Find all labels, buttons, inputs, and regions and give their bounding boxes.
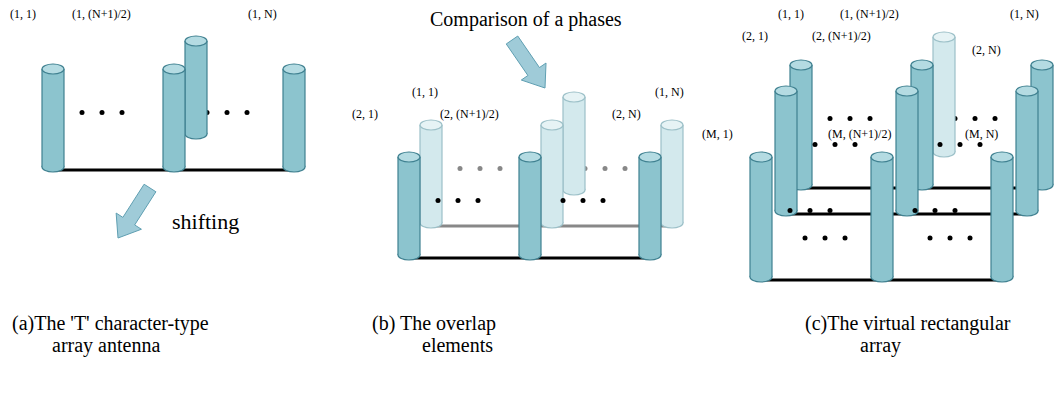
- antenna-element: [896, 86, 918, 216]
- element-index: (M, 1): [702, 128, 733, 141]
- ellipsis-dot: [993, 116, 998, 121]
- antenna-element: [639, 152, 661, 260]
- ellipsis-dot: [476, 198, 481, 203]
- antenna-element: [871, 152, 893, 282]
- ellipsis-dot: [225, 110, 230, 115]
- ellipsis-dot: [823, 236, 828, 241]
- element-index: (1, 1): [778, 8, 804, 21]
- antenna-element: [541, 120, 563, 228]
- antenna-element: [991, 152, 1013, 282]
- antenna-element: [420, 120, 442, 228]
- figure-caption: (a)The 'T' character-type array antenna: [12, 312, 232, 356]
- annotation-text: shifting: [172, 210, 239, 234]
- ellipsis-dot: [973, 116, 978, 121]
- figure-caption: (b) The overlap elements: [372, 312, 532, 356]
- element-index: (2, 1): [352, 108, 378, 121]
- ellipsis-dot: [913, 208, 918, 213]
- ellipsis-dot: [828, 208, 833, 213]
- element-index: (1, N): [248, 8, 277, 21]
- ellipsis-dot: [948, 236, 953, 241]
- antenna-element: [283, 64, 305, 172]
- ellipsis-dot: [788, 208, 793, 213]
- ellipsis-dot: [601, 198, 606, 203]
- figure-caption: (c)The virtual rectangular array: [805, 312, 1015, 356]
- antenna-element: [398, 152, 420, 260]
- ellipsis-dot: [848, 116, 853, 121]
- ellipsis-dot: [561, 198, 566, 203]
- antenna-element: [933, 32, 955, 157]
- antenna-element: [661, 120, 683, 228]
- ellipsis-dot: [603, 166, 608, 171]
- block-arrow: [116, 184, 156, 238]
- antenna-element: [42, 64, 64, 172]
- element-index: (2, (N+1)/2): [812, 30, 871, 43]
- ellipsis-dot: [623, 166, 628, 171]
- element-index: (2, N): [612, 108, 641, 121]
- ellipsis-dot: [80, 110, 85, 115]
- antenna-element: [519, 152, 541, 260]
- element-index: (1, 1): [10, 8, 36, 21]
- ellipsis-dot: [245, 110, 250, 115]
- antenna-element: [185, 36, 207, 139]
- antenna-element: [163, 64, 185, 172]
- ellipsis-dot: [581, 198, 586, 203]
- array-row: [42, 36, 305, 172]
- ellipsis-dot: [498, 166, 503, 171]
- ellipsis-dot: [833, 142, 838, 147]
- ellipsis-dot: [938, 142, 943, 147]
- element-index: (M, (N+1)/2): [828, 128, 891, 141]
- ellipsis-dot: [803, 236, 808, 241]
- element-index: (2, N): [972, 44, 1001, 57]
- ellipsis-dot: [456, 198, 461, 203]
- ellipsis-dot: [978, 142, 983, 147]
- antenna-element: [775, 86, 797, 216]
- block-arrow: [506, 36, 546, 88]
- ellipsis-dot: [478, 166, 483, 171]
- ellipsis-dot: [958, 142, 963, 147]
- array-row: [750, 152, 1013, 282]
- element-index: (1, 1): [412, 86, 438, 99]
- array-row: [398, 152, 661, 260]
- antenna-element: [750, 152, 772, 282]
- ellipsis-dot: [933, 208, 938, 213]
- ellipsis-dot: [968, 236, 973, 241]
- annotation-text: Comparison of a phases: [430, 8, 622, 30]
- antenna-element: [1016, 86, 1038, 216]
- element-index: (1, (N+1)/2): [72, 8, 131, 21]
- ellipsis-dot: [458, 166, 463, 171]
- ellipsis-dot: [813, 142, 818, 147]
- ellipsis-dot: [436, 198, 441, 203]
- ellipsis-dot: [928, 236, 933, 241]
- ellipsis-dot: [120, 110, 125, 115]
- ellipsis-dot: [868, 116, 873, 121]
- ellipsis-dot: [828, 116, 833, 121]
- ellipsis-dot: [100, 110, 105, 115]
- ellipsis-dot: [853, 142, 858, 147]
- element-index: (1, N): [655, 86, 684, 99]
- ellipsis-dot: [843, 236, 848, 241]
- ellipsis-dot: [953, 208, 958, 213]
- ellipsis-dot: [808, 208, 813, 213]
- antenna-element: [563, 92, 585, 195]
- element-index: (2, 1): [742, 30, 768, 43]
- element-index: (2, (N+1)/2): [440, 108, 499, 121]
- element-index: (1, (N+1)/2): [840, 8, 899, 21]
- element-index: (M, N): [965, 128, 998, 141]
- element-index: (1, N): [1010, 8, 1039, 21]
